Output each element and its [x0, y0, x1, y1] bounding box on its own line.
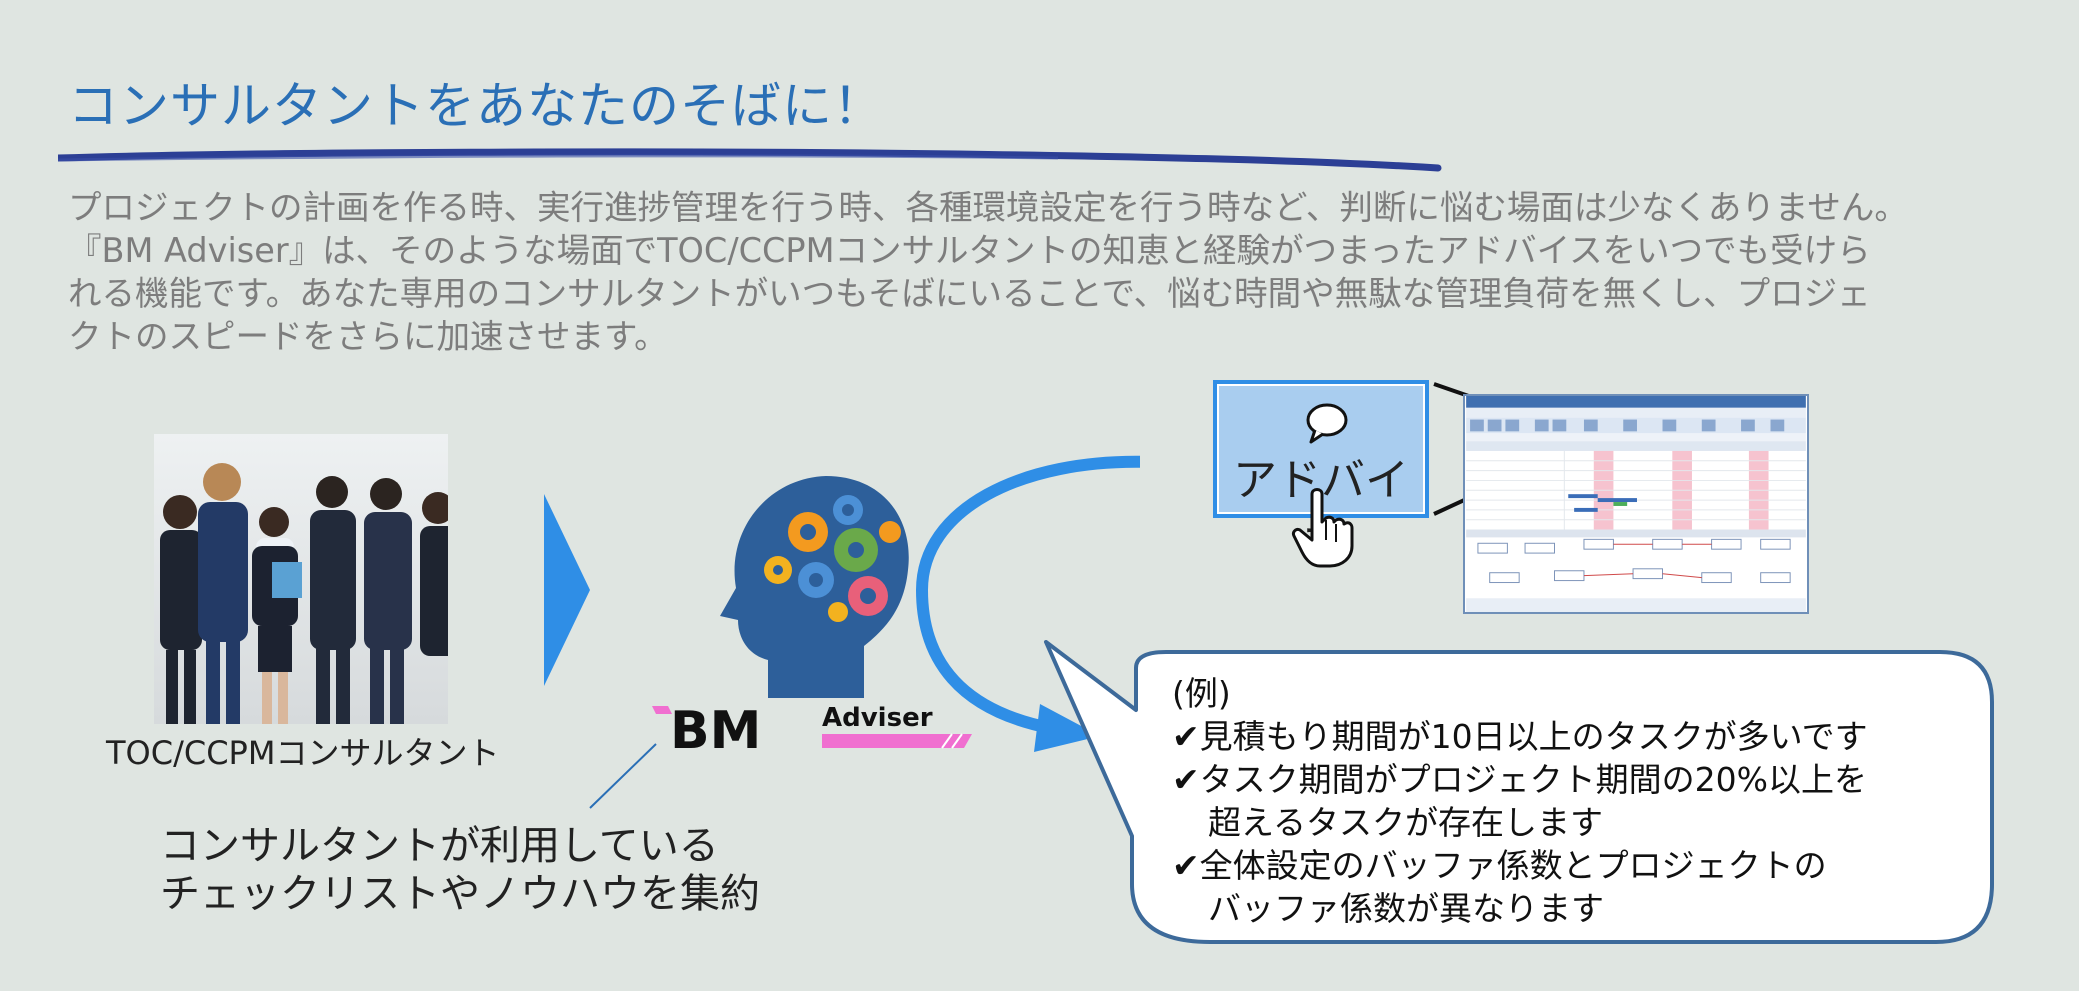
description-line: 『BM Adviser』は、そのような場面でTOC/CCPMコンサルタントの知恵… [68, 231, 1871, 270]
page-title: コンサルタントをあなたのそばに！ [68, 77, 884, 135]
example-line: ✔見積もり期間が10日以上のタスクが多いです [1172, 717, 1868, 756]
example-line: ✔全体設定のバッファ係数とプロジェクトの [1172, 846, 1827, 885]
description-line: プロジェクトの計画を作る時、実行進捗管理を行う時、各種環境設定を行う時など、判断… [68, 188, 1908, 227]
example-line: ✔タスク期間がプロジェクト期間の20%以上を [1172, 760, 1867, 799]
title-underline [58, 148, 1442, 172]
example-callout [1044, 640, 1994, 944]
speech-bubble-icon [1306, 403, 1348, 444]
curved-arrow-icon [915, 455, 1140, 752]
pointer-line [589, 743, 657, 809]
consultants-photo [154, 434, 448, 724]
arrow-right-icon [544, 494, 590, 686]
caption: コンサルタントが利用している チェックリストやノウハウを集約 [160, 822, 760, 918]
description-line: れる機能です。あなた専用のコンサルタントがいつもそばにいることで、悩む時間や無駄… [68, 274, 1871, 313]
app-screenshot [1463, 394, 1809, 614]
example-heading: (例) [1172, 674, 1231, 713]
example-line: 超えるタスクが存在します [1208, 803, 1604, 842]
logo-main: BM [670, 701, 761, 756]
description-line: クトのスピードをさらに加速させます。 [68, 317, 668, 356]
example-line: バッファ係数が異なります [1208, 889, 1604, 928]
example-text: (例) ✔見積もり期間が10日以上のタスクが多いです ✔タスク期間がプロジェクト… [1172, 672, 1868, 930]
caption-line: コンサルタントが利用している [160, 823, 719, 869]
bm-adviser-logo: BM Adviser [652, 700, 982, 761]
description: プロジェクトの計画を作る時、実行進捗管理を行う時、各種環境設定を行う時など、判断… [68, 186, 2048, 358]
caption-line: チェックリストやノウハウを集約 [160, 871, 760, 917]
brain-gears-icon [720, 476, 909, 698]
consultant-label: TOC/CCPMコンサルタント [106, 734, 500, 772]
hand-pointer-icon [1292, 488, 1354, 568]
logo-sub: Adviser [822, 703, 933, 733]
